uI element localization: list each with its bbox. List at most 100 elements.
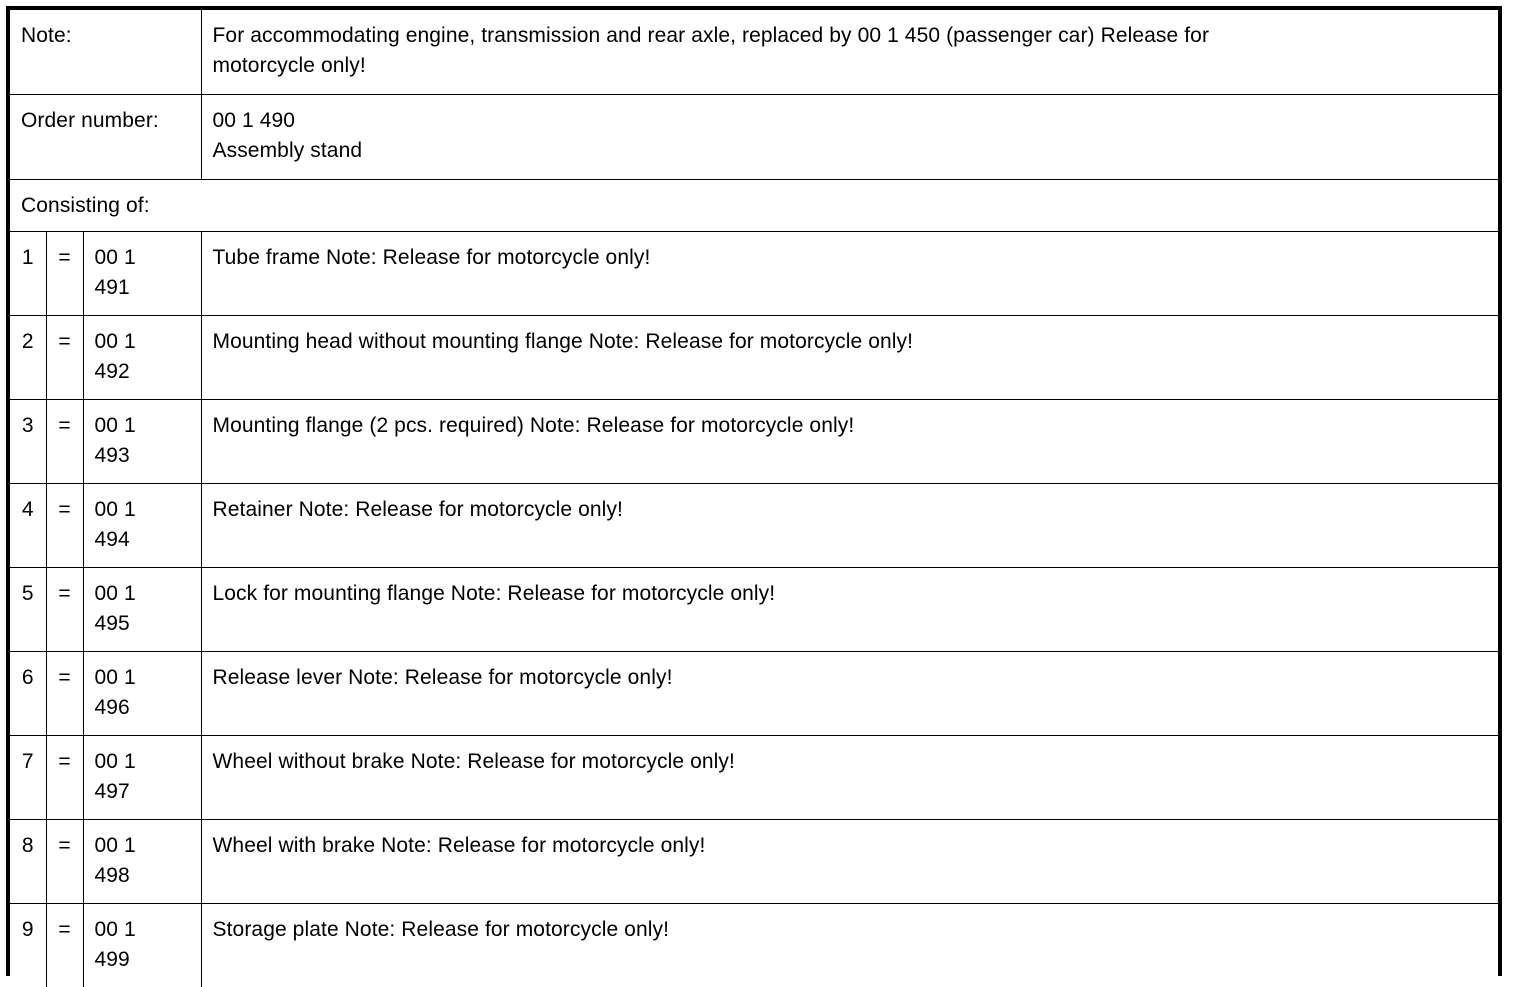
item-description: Mounting flange (2 pcs. required) Note: … (212, 413, 855, 437)
order-number-value: 00 1 490 Assembly stand (202, 95, 1499, 176)
item-code-cell: 00 1 491 (82, 230, 202, 316)
table-row: 1 = 00 1 491 Tube frame Note: Release fo… (10, 230, 1498, 316)
item-code-cell: 00 1 494 (82, 482, 202, 568)
item-description-cell: Retainer Note: Release for motorcycle on… (200, 482, 1498, 568)
item-code-cell: 00 1 493 (82, 398, 202, 484)
item-code-cell: 00 1 496 (82, 650, 202, 736)
item-index: 6 (21, 665, 34, 689)
item-index: 8 (21, 833, 34, 857)
item-index: 3 (21, 413, 34, 437)
note-text-line-1: For accommodating engine, transmission a… (212, 24, 1210, 47)
order-number-row: Order number: 00 1 490 Assembly stand (10, 93, 1499, 180)
item-description-cell: Wheel with brake Note: Release for motor… (200, 818, 1498, 904)
item-code-line-2: 497 (94, 779, 130, 803)
equals-sign: = (58, 833, 71, 857)
item-description-cell: Lock for mounting flange Note: Release f… (200, 566, 1498, 652)
equals-sign: = (58, 917, 71, 941)
item-description: Retainer Note: Release for motorcycle on… (212, 497, 623, 521)
item-code-cell: 00 1 497 (82, 734, 202, 820)
item-code: 00 1 493 (84, 400, 201, 481)
item-index-cell: 4 (10, 482, 47, 568)
item-code-line-1: 00 1 (94, 329, 136, 353)
item-code-line-2: 495 (94, 611, 130, 635)
item-index-cell: 9 (10, 902, 47, 987)
item-code-cell: 00 1 498 (82, 818, 202, 904)
table-row: 5 = 00 1 495 Lock for mounting flange No… (10, 566, 1498, 652)
order-number-label-cell: Order number: (10, 93, 202, 180)
order-number-value-line-1: 00 1 490 (212, 108, 296, 132)
order-number-label: Order number: (21, 108, 159, 132)
item-equals-cell: = (45, 482, 84, 568)
item-code: 00 1 499 (84, 904, 201, 985)
item-equals-cell: = (45, 398, 84, 484)
item-index: 1 (21, 245, 34, 269)
item-index: 9 (21, 917, 34, 941)
item-equals-cell: = (45, 314, 84, 400)
item-equals-cell: = (45, 230, 84, 316)
item-index-cell: 3 (10, 398, 47, 484)
item-equals-cell: = (45, 902, 84, 987)
equals-sign: = (58, 413, 71, 437)
note-text: For accommodating engine, transmission a… (202, 10, 1499, 91)
item-code-line-2: 493 (94, 443, 130, 467)
item-description: Mounting head without mounting flange No… (212, 329, 914, 353)
item-description-cell: Storage plate Note: Release for motorcyc… (200, 902, 1498, 987)
table-row: 2 = 00 1 492 Mounting head without mount… (10, 314, 1498, 400)
item-code-line-1: 00 1 (94, 749, 136, 773)
item-code-line-1: 00 1 (94, 581, 136, 605)
item-index-cell: 2 (10, 314, 47, 400)
item-code: 00 1 491 (84, 232, 201, 313)
item-equals-cell: = (45, 818, 84, 904)
item-description: Release lever Note: Release for motorcyc… (212, 665, 673, 689)
item-description: Storage plate Note: Release for motorcyc… (212, 917, 670, 941)
item-index-cell: 5 (10, 566, 47, 652)
item-code-line-1: 00 1 (94, 665, 136, 689)
item-code-cell: 00 1 492 (82, 314, 202, 400)
item-code-cell: 00 1 499 (82, 902, 202, 987)
item-description: Wheel with brake Note: Release for motor… (212, 833, 706, 857)
item-code: 00 1 497 (84, 736, 201, 817)
item-equals-cell: = (45, 650, 84, 736)
item-code-cell: 00 1 495 (82, 566, 202, 652)
item-index: 5 (21, 581, 34, 605)
note-label: Note: (21, 24, 72, 47)
item-code-line-1: 00 1 (94, 833, 136, 857)
special-tool-table: Note: For accommodating engine, transmis… (6, 6, 1502, 987)
item-description-cell: Wheel without brake Note: Release for mo… (200, 734, 1498, 820)
note-text-line-2: motorcycle only! (212, 54, 366, 77)
item-code-line-1: 00 1 (94, 413, 136, 437)
consisting-of-row: Consisting of: (10, 178, 1498, 232)
item-code-line-2: 499 (94, 947, 130, 971)
table-grid: Note: For accommodating engine, transmis… (10, 10, 1498, 987)
item-description-cell: Tube frame Note: Release for motorcycle … (200, 230, 1498, 316)
item-code-line-1: 00 1 (94, 497, 136, 521)
item-code-line-1: 00 1 (94, 245, 136, 269)
item-code: 00 1 498 (84, 820, 201, 901)
item-index: 4 (21, 497, 34, 521)
table-row: 4 = 00 1 494 Retainer Note: Release for … (10, 482, 1498, 568)
item-equals-cell: = (45, 566, 84, 652)
table-row: 6 = 00 1 496 Release lever Note: Release… (10, 650, 1498, 736)
item-code-line-2: 496 (94, 695, 130, 719)
item-index: 7 (21, 749, 34, 773)
equals-sign: = (58, 749, 71, 773)
consisting-of-cell: Consisting of: (10, 178, 1498, 232)
item-equals-cell: = (45, 734, 84, 820)
item-description-cell: Mounting flange (2 pcs. required) Note: … (200, 398, 1498, 484)
note-label-cell: Note: (10, 10, 202, 95)
item-code: 00 1 492 (84, 316, 201, 397)
table-row: 3 = 00 1 493 Mounting flange (2 pcs. req… (10, 398, 1498, 484)
order-number-value-cell: 00 1 490 Assembly stand (200, 93, 1499, 180)
equals-sign: = (58, 245, 71, 269)
table-row: 7 = 00 1 497 Wheel without brake Note: R… (10, 734, 1498, 820)
item-description-cell: Release lever Note: Release for motorcyc… (200, 650, 1498, 736)
order-number-value-line-2: Assembly stand (212, 138, 363, 162)
equals-sign: = (58, 497, 71, 521)
item-index-cell: 8 (10, 818, 47, 904)
item-description: Wheel without brake Note: Release for mo… (212, 749, 735, 773)
note-text-cell: For accommodating engine, transmission a… (200, 10, 1499, 95)
table-row: 9 = 00 1 499 Storage plate Note: Release… (10, 902, 1498, 987)
item-index-cell: 7 (10, 734, 47, 820)
item-index: 2 (21, 329, 34, 353)
